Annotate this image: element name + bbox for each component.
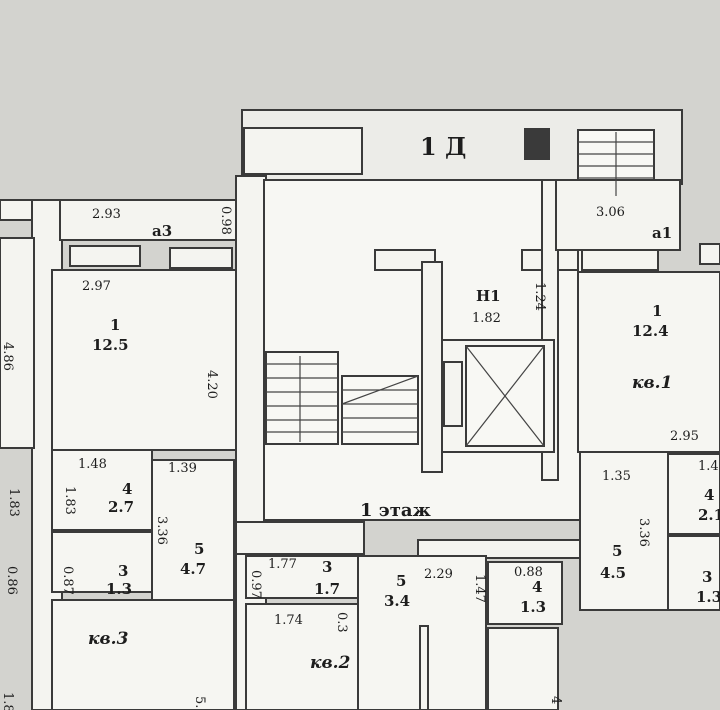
dimension-labels: 2.93 0.98 2.97 4.86 4.20 1.48 1.39 1.83 … bbox=[0, 205, 719, 710]
room-number: 3 bbox=[702, 568, 712, 586]
right-wall-strip bbox=[699, 243, 720, 265]
dimension: 1.39 bbox=[168, 461, 197, 476]
balcony-label: а1 bbox=[652, 224, 672, 242]
apt2-room bbox=[245, 603, 359, 710]
room-area: 2.1 bbox=[698, 506, 720, 524]
room-number: 3 bbox=[118, 562, 128, 580]
room-area: 12.5 bbox=[92, 336, 129, 354]
apt2-top-wall bbox=[235, 521, 365, 555]
balcony-label: а3 bbox=[152, 222, 172, 240]
apt3-bath bbox=[51, 449, 153, 531]
dimension: 2.29 bbox=[424, 567, 453, 582]
apt2-door-jamb bbox=[419, 625, 429, 710]
stair-flight-right bbox=[341, 375, 419, 445]
dimension: 4 bbox=[548, 696, 563, 704]
room-area: 12.4 bbox=[632, 322, 669, 340]
room-number: 4 bbox=[704, 486, 714, 504]
apt1-bath bbox=[667, 453, 720, 535]
apt3-niche bbox=[69, 245, 141, 267]
room-number: 4 bbox=[532, 578, 542, 596]
room-area: 1.7 bbox=[314, 580, 340, 598]
apt1-room bbox=[577, 271, 720, 453]
dimension: 1.24 bbox=[532, 282, 547, 311]
dimension: 1.77 bbox=[268, 557, 297, 572]
room-area: 1.3 bbox=[106, 580, 132, 598]
elevator-cross bbox=[465, 345, 545, 447]
dimension: 1.47 bbox=[472, 574, 487, 603]
apt3-main-room bbox=[51, 269, 241, 451]
apartment-label-3: кв.3 bbox=[88, 629, 129, 649]
room-number: 5 bbox=[396, 572, 406, 590]
room-number: 3 bbox=[322, 558, 332, 576]
dimension: 5. bbox=[192, 696, 207, 708]
dimension: 1.83 bbox=[62, 486, 77, 515]
dimension: 1.35 bbox=[602, 469, 631, 484]
dimension: 2.97 bbox=[82, 279, 111, 294]
landing-wall-post bbox=[421, 261, 443, 473]
dimension: 0.97 bbox=[248, 570, 263, 599]
dimension: 1.83 bbox=[6, 488, 21, 517]
dimension: 0.98 bbox=[218, 206, 233, 235]
room-area: 1.3 bbox=[520, 598, 546, 616]
dimension: 3.06 bbox=[596, 205, 625, 220]
dimension: 1.74 bbox=[274, 613, 303, 628]
room-number: 5 bbox=[612, 542, 622, 560]
apt3-top-wall bbox=[59, 199, 241, 241]
room-area: 2.7 bbox=[108, 498, 134, 516]
landing-wall-left bbox=[374, 249, 436, 271]
top-inner-box bbox=[243, 127, 363, 175]
section-label: 1 Д bbox=[420, 132, 466, 161]
dimension: 2.95 bbox=[670, 429, 699, 444]
apt3-wardrobe bbox=[169, 247, 233, 269]
left-room-border bbox=[0, 237, 35, 449]
elevator-door bbox=[443, 361, 463, 427]
dimension: 0.86 bbox=[4, 566, 19, 595]
room-number: 5 bbox=[194, 540, 204, 558]
dimension: 3.36 bbox=[636, 518, 651, 547]
apt1-wc bbox=[667, 535, 720, 611]
dimension: 1.48 bbox=[78, 457, 107, 472]
walls bbox=[0, 109, 720, 710]
room-area: 4.5 bbox=[600, 564, 626, 582]
dimension: 0.88 bbox=[514, 565, 543, 580]
dimension: 1.82 bbox=[472, 311, 501, 326]
apt2-right-room bbox=[487, 627, 559, 710]
apt1-hall bbox=[579, 451, 669, 611]
dimension: 0.3 bbox=[334, 612, 349, 633]
dimension: 1.8 bbox=[0, 692, 15, 710]
room-number: 1 bbox=[652, 302, 662, 320]
room-number: 4 bbox=[122, 480, 132, 498]
room-number: 1 bbox=[110, 316, 120, 334]
apt1-wardrobe bbox=[581, 249, 659, 271]
room-area: 3.4 bbox=[384, 592, 410, 610]
dimension: 3.36 bbox=[154, 516, 169, 545]
apt2-top-wall-right bbox=[417, 539, 581, 559]
apt2-bath bbox=[487, 561, 563, 625]
apartment-label-2: кв.2 bbox=[310, 653, 351, 673]
vent-icon bbox=[524, 128, 550, 160]
floor-label: 1 этаж bbox=[360, 500, 431, 521]
dimension: 1.4 bbox=[698, 459, 719, 474]
room-labels: 1 12.5 1 12.4 4 2.7 5 4.7 3 1.3 3 1.7 5 … bbox=[92, 302, 720, 616]
dimension: 4.86 bbox=[0, 342, 15, 371]
landing-label: Н1 bbox=[476, 287, 501, 305]
stair-flight-left bbox=[265, 351, 339, 445]
apt3-lower bbox=[51, 599, 235, 710]
stair-diagonal bbox=[341, 375, 419, 405]
dimension: 4.20 bbox=[204, 370, 219, 399]
room-area: 1.3 bbox=[696, 588, 720, 606]
apartment-label-1: кв.1 bbox=[632, 373, 672, 393]
dimension: 2.93 bbox=[92, 207, 121, 222]
apt3-hall bbox=[151, 459, 235, 611]
apt1-top-wall bbox=[555, 179, 681, 251]
stair-treads bbox=[266, 132, 654, 447]
room-area: 4.7 bbox=[180, 560, 206, 578]
dimension: 0.87 bbox=[60, 566, 75, 595]
